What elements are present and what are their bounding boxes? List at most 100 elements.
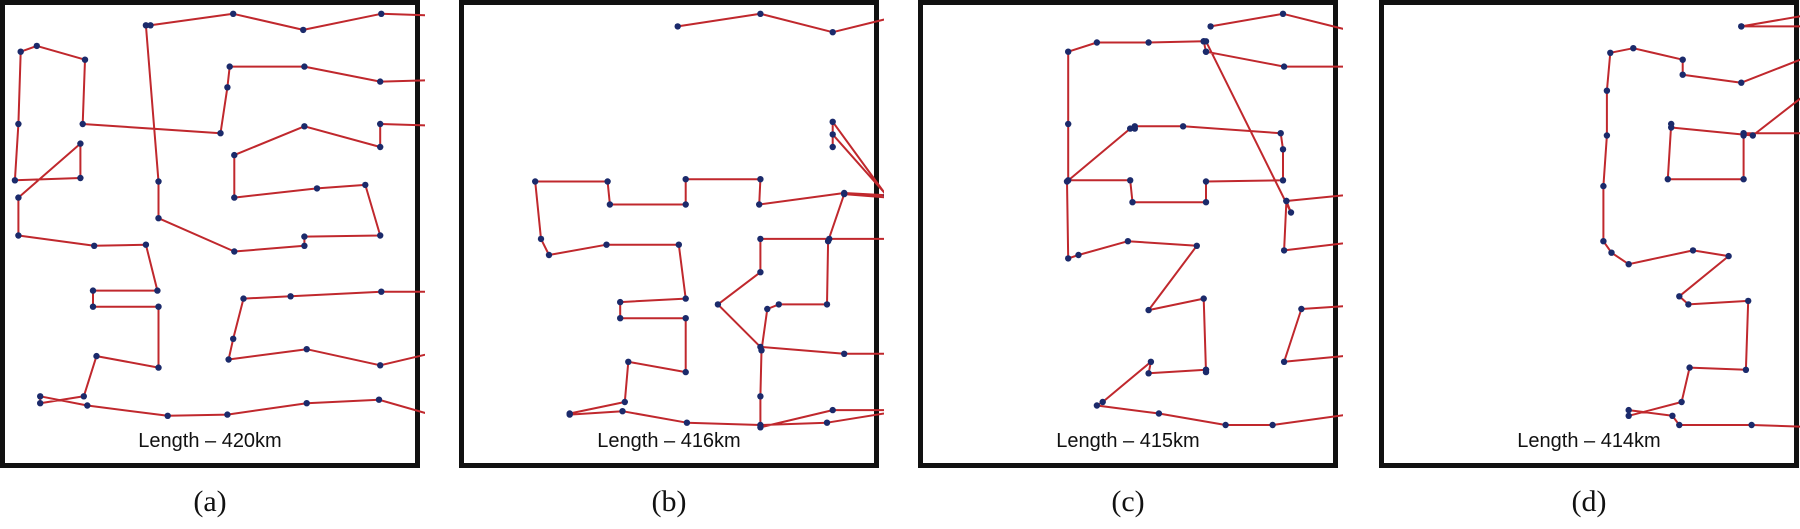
- city-node: [1127, 125, 1134, 132]
- city-node: [377, 78, 384, 85]
- city-node: [1676, 421, 1683, 429]
- city-node: [37, 400, 44, 407]
- tour-panel-d: Length – 414km: [1379, 0, 1800, 468]
- city-node: [77, 174, 84, 182]
- city-node: [1179, 123, 1187, 130]
- city-node: [17, 48, 24, 55]
- city-node: [829, 29, 836, 36]
- route-line-a: [13, 12, 425, 417]
- city-node: [1625, 406, 1632, 414]
- city-node: [1202, 178, 1210, 185]
- city-node: [545, 251, 553, 259]
- city-node: [375, 396, 383, 403]
- city-node: [93, 352, 100, 360]
- city-node: [230, 335, 237, 342]
- city-node: [164, 412, 171, 419]
- city-node: [1608, 249, 1615, 256]
- city-node: [675, 241, 682, 248]
- city-node: [230, 10, 237, 17]
- city-node: [1725, 252, 1732, 260]
- city-node: [1277, 130, 1284, 137]
- city-node: [1065, 48, 1072, 55]
- tour-map-a: [11, 10, 425, 419]
- city-node: [1202, 48, 1210, 55]
- city-node: [1603, 87, 1611, 94]
- city-node: [303, 346, 310, 353]
- city-node: [231, 248, 238, 255]
- city-node: [682, 176, 689, 183]
- city-node: [756, 201, 763, 208]
- city-node: [378, 288, 385, 295]
- tour-panel-b: Length – 416km: [459, 0, 884, 468]
- tour-map-c: [1063, 10, 1343, 429]
- city-node: [1093, 39, 1101, 46]
- city-node: [155, 364, 162, 371]
- city-node: [1222, 421, 1229, 429]
- city-node: [1063, 178, 1071, 185]
- city-node: [757, 10, 764, 17]
- city-node: [154, 287, 161, 294]
- city-node: [1738, 23, 1745, 30]
- city-node: [617, 298, 624, 306]
- city-node: [77, 140, 84, 147]
- city-node: [147, 22, 154, 29]
- city-node: [377, 232, 384, 239]
- city-node: [757, 176, 764, 183]
- city-node: [225, 356, 232, 363]
- city-node: [1207, 23, 1214, 30]
- city-node: [377, 143, 384, 151]
- city-node: [1279, 10, 1287, 17]
- city-node: [757, 235, 764, 243]
- city-node: [155, 215, 162, 222]
- city-node: [287, 293, 294, 300]
- city-node: [362, 181, 369, 189]
- city-node: [89, 303, 97, 310]
- city-node: [841, 189, 848, 197]
- caption-c: (c): [1111, 485, 1145, 518]
- city-node: [1280, 247, 1288, 254]
- city-node: [1625, 412, 1632, 419]
- city-node: [621, 398, 628, 406]
- city-node: [1202, 366, 1210, 373]
- city-node: [1099, 398, 1106, 406]
- city-node: [1748, 421, 1755, 429]
- city-node: [1147, 358, 1155, 365]
- city-node: [1685, 301, 1692, 308]
- city-node: [1193, 242, 1200, 249]
- city-node: [11, 177, 19, 184]
- caption-b: (b): [651, 485, 687, 518]
- city-node: [1280, 358, 1288, 365]
- city-node: [1740, 176, 1747, 183]
- city-node: [1740, 130, 1747, 137]
- city-node: [682, 368, 689, 376]
- city-node: [300, 26, 307, 34]
- city-node: [764, 305, 771, 313]
- city-node: [1679, 56, 1686, 63]
- city-node: [1200, 295, 1207, 302]
- city-node: [1279, 146, 1287, 153]
- city-node: [625, 358, 632, 365]
- city-node: [377, 120, 384, 128]
- route-line-d: [1602, 15, 1800, 428]
- city-node: [1287, 209, 1295, 216]
- city-node: [757, 421, 764, 429]
- city-node: [683, 419, 691, 426]
- city-node: [829, 406, 836, 414]
- city-node: [1298, 305, 1305, 313]
- city-node: [1131, 125, 1138, 132]
- tour-panel-a: Length – 420km: [0, 0, 425, 468]
- city-node: [682, 201, 689, 208]
- city-node: [1686, 364, 1693, 371]
- city-node: [617, 315, 624, 322]
- city-node: [532, 178, 539, 185]
- city-node: [829, 118, 836, 126]
- city-node: [1129, 199, 1136, 206]
- city-node: [823, 301, 831, 308]
- city-node: [1689, 247, 1697, 254]
- caption-a: (a): [193, 485, 227, 518]
- city-node: [301, 233, 308, 240]
- route-line-c: [1066, 12, 1343, 426]
- city-node: [604, 178, 611, 185]
- city-node: [1630, 45, 1637, 52]
- length-label-b: Length – 416km: [597, 430, 741, 452]
